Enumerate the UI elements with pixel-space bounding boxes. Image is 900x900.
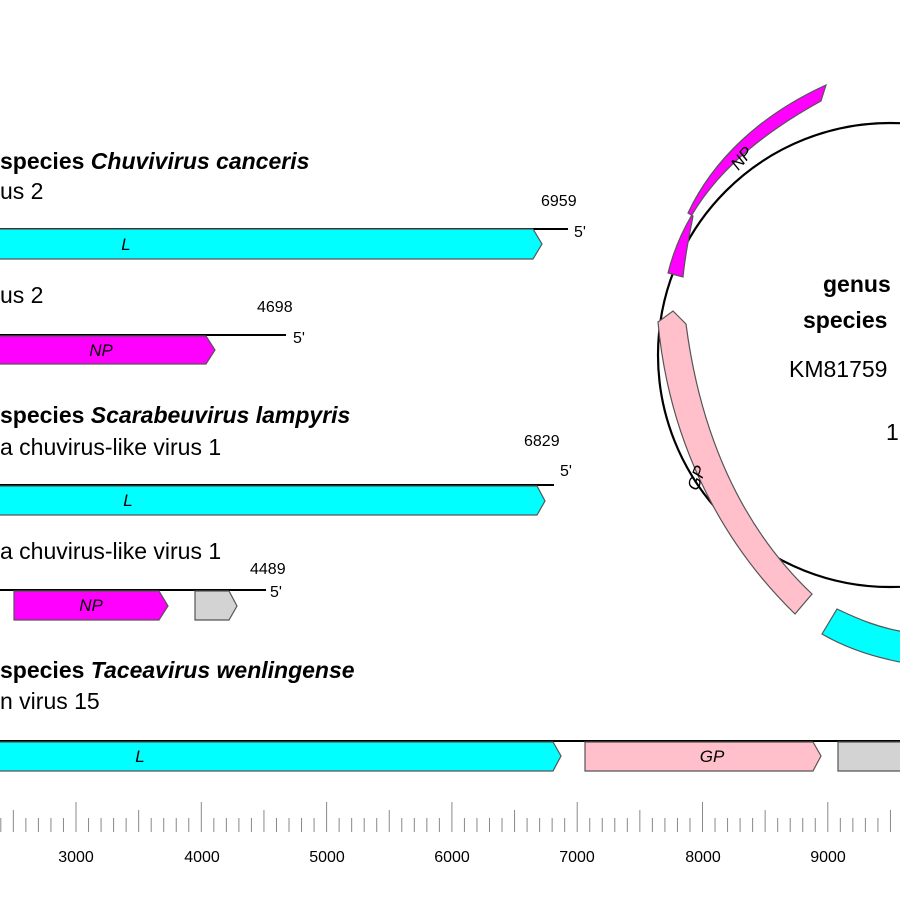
- tick-label: 4000: [184, 849, 220, 866]
- tick-label: 8000: [685, 849, 721, 866]
- group-1-title: species Chuvivirus canceris: [0, 148, 309, 174]
- segment-5-GP-gene: [584, 741, 822, 772]
- segment-5-L-label: L: [135, 747, 144, 766]
- segment-3-five-prime: 5': [560, 463, 572, 480]
- circular-L-gene: [821, 608, 900, 663]
- segment-4-unknown-gene: [194, 590, 238, 621]
- tick-label: 9000: [810, 849, 846, 866]
- circular-species-label: species: [803, 307, 887, 333]
- circular-length: 1: [886, 419, 899, 445]
- segment-5-name: n virus 15: [0, 688, 100, 714]
- circular-genus-label: genus: [823, 271, 891, 297]
- segment-3-L-label: L: [123, 491, 132, 510]
- segment-5-GP-label: GP: [700, 747, 725, 766]
- circular-genome-ring: [656, 121, 900, 589]
- segment-1-L-gene: [0, 228, 543, 260]
- tick-label: 7000: [559, 849, 595, 866]
- segment-2-name: us 2: [0, 282, 43, 308]
- tick-label: 5000: [309, 849, 345, 866]
- tick-label: 6000: [434, 849, 470, 866]
- segment-1-L-label: L: [121, 235, 130, 254]
- segment-5-unknown-gene: [837, 741, 900, 772]
- circular-NP-gene: [667, 83, 827, 278]
- circular-accession: KM81759: [789, 356, 887, 382]
- scale-axis-labels: 3000 4000 5000 6000 7000 8000 9000: [58, 849, 846, 866]
- segment-4-NP-gene: [13, 590, 169, 621]
- segment-3-name: a chuvirus-like virus 1: [0, 434, 221, 460]
- segment-2-NP-label: NP: [89, 341, 113, 360]
- segment-1-five-prime: 5': [574, 224, 586, 241]
- scale-axis: [0, 802, 891, 832]
- segment-5-L-gene: [0, 741, 562, 772]
- segment-2-five-prime: 5': [293, 330, 305, 347]
- segment-1-length: 6959: [541, 193, 577, 210]
- group-3-title: species Taceavirus wenlingense: [0, 657, 355, 683]
- segment-3-L-gene: [0, 485, 546, 516]
- circular-GP-gene: [657, 310, 813, 615]
- segment-2-NP-gene: [0, 335, 216, 365]
- segment-4-name: a chuvirus-like virus 1: [0, 538, 221, 564]
- circular-genome: NP GP genus species KM81759 1: [656, 83, 900, 663]
- segment-4-length: 4489: [250, 561, 286, 578]
- tick-label: 3000: [58, 849, 94, 866]
- segment-4-NP-label: NP: [79, 596, 103, 615]
- segment-1-name: us 2: [0, 178, 43, 204]
- group-2-title: species Scarabeuvirus lampyris: [0, 402, 350, 428]
- segment-2-length: 4698: [257, 299, 293, 316]
- segment-3-length: 6829: [524, 433, 560, 450]
- segment-4-five-prime: 5': [270, 584, 282, 601]
